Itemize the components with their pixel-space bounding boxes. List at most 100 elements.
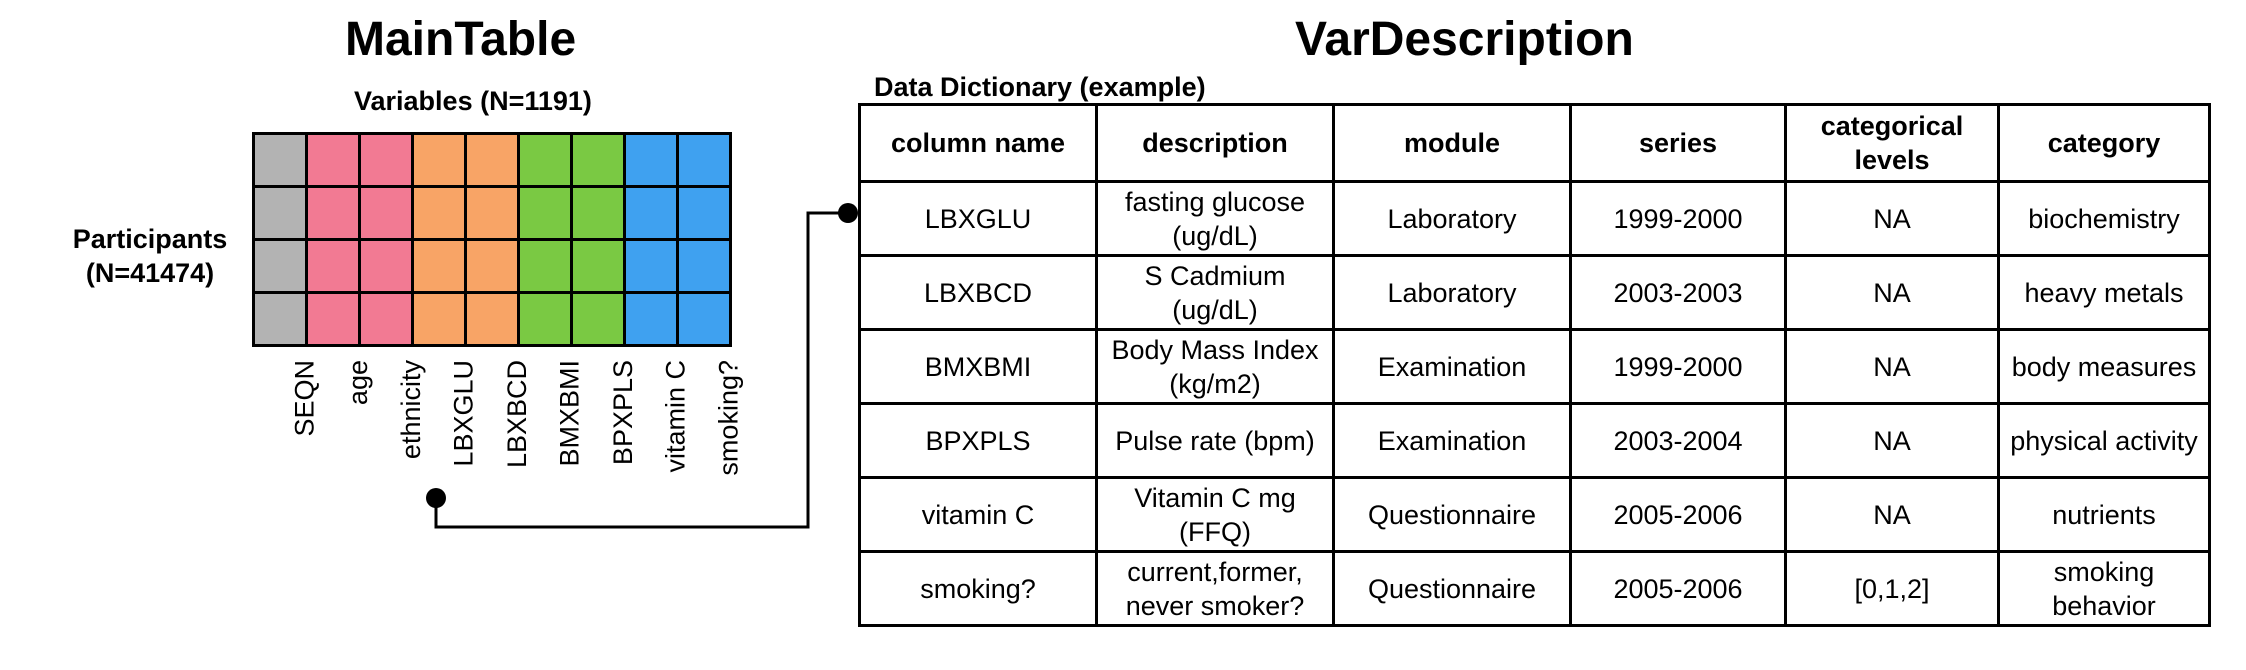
table-row: vitamin C Vitamin C mg (FFQ) Questionnai…	[858, 476, 2211, 553]
participants-label: Participants (N=41474)	[50, 222, 250, 290]
cell-description: S Cadmium (ug/dL)	[1095, 254, 1335, 331]
grid-cell	[623, 291, 679, 347]
grid-cell	[517, 185, 573, 241]
table-row: LBXGLU fasting glucose (ug/dL) Laborator…	[858, 180, 2211, 257]
grid-cell	[464, 238, 520, 294]
header-categorical-levels: categorical levels	[1784, 103, 2000, 183]
cell-column-name: smoking?	[858, 550, 1098, 627]
variables-count-label: Variables (N=1191)	[354, 86, 592, 116]
grid-cell	[252, 238, 308, 294]
connector-path	[434, 211, 848, 529]
table-row: BMXBMI Body Mass Index (kg/m2) Examinati…	[858, 328, 2211, 405]
grid-row	[252, 238, 732, 294]
cell-column-name: LBXBCD	[858, 254, 1098, 331]
cell-category: biochemistry	[1997, 180, 2211, 257]
header-column-name: column name	[858, 103, 1098, 183]
cell-series: 2005-2006	[1569, 550, 1787, 627]
grid-cell	[517, 291, 573, 347]
grid-cell	[623, 238, 679, 294]
grid-cell	[517, 238, 573, 294]
cell-category: smoking behavior	[1997, 550, 2211, 627]
table-row: BPXPLS Pulse rate (bpm) Examination 2003…	[858, 402, 2211, 479]
grid-cell	[517, 132, 573, 188]
table-row: LBXBCD S Cadmium (ug/dL) Laboratory 2003…	[858, 254, 2211, 331]
cell-category: nutrients	[1997, 476, 2211, 553]
grid-cell	[411, 291, 467, 347]
cell-categorical-levels: NA	[1784, 328, 2000, 405]
cell-description: Body Mass Index (kg/m2)	[1095, 328, 1335, 405]
cell-description: Pulse rate (bpm)	[1095, 402, 1335, 479]
cell-categorical-levels: NA	[1784, 254, 2000, 331]
connector-end-dot	[838, 203, 858, 223]
cell-column-name: vitamin C	[858, 476, 1098, 553]
data-dictionary-table: column name description module series ca…	[858, 103, 2211, 627]
grid-row	[252, 185, 732, 241]
vardescription-title: VarDescription	[1295, 13, 1634, 66]
cell-series: 2003-2003	[1569, 254, 1787, 331]
cell-series: 2005-2006	[1569, 476, 1787, 553]
data-dictionary-label: Data Dictionary (example)	[874, 72, 1206, 102]
grid-cell	[252, 185, 308, 241]
cell-module: Questionnaire	[1332, 476, 1572, 553]
grid-cell	[358, 291, 414, 347]
main-table-grid	[252, 132, 732, 347]
cell-module: Laboratory	[1332, 180, 1572, 257]
grid-cell	[676, 291, 732, 347]
grid-cell	[623, 132, 679, 188]
grid-cell	[676, 185, 732, 241]
grid-cell	[464, 291, 520, 347]
grid-cell	[570, 132, 626, 188]
grid-cell	[252, 291, 308, 347]
grid-cell	[570, 238, 626, 294]
grid-cell	[676, 132, 732, 188]
table-row: smoking? current,former, never smoker? Q…	[858, 550, 2211, 627]
grid-cell	[464, 132, 520, 188]
grid-cell	[411, 132, 467, 188]
cell-column-name: LBXGLU	[858, 180, 1098, 257]
cell-categorical-levels: NA	[1784, 402, 2000, 479]
header-series: series	[1569, 103, 1787, 183]
grid-cell	[305, 185, 361, 241]
cell-series: 1999-2000	[1569, 328, 1787, 405]
header-category: category	[1997, 103, 2211, 183]
grid-cell	[252, 132, 308, 188]
cell-categorical-levels: [0,1,2]	[1784, 550, 2000, 627]
grid-cell	[411, 185, 467, 241]
grid-cell	[464, 185, 520, 241]
grid-cell	[358, 185, 414, 241]
cell-series: 2003-2004	[1569, 402, 1787, 479]
participants-count-line: (N=41474)	[85, 258, 215, 288]
participants-label-line1: Participants	[72, 224, 228, 254]
cell-description: fasting glucose (ug/dL)	[1095, 180, 1335, 257]
cell-module: Examination	[1332, 402, 1572, 479]
maintable-title: MainTable	[345, 13, 577, 66]
cell-column-name: BMXBMI	[858, 328, 1098, 405]
connector-start-dot	[426, 488, 446, 508]
cell-series: 1999-2000	[1569, 180, 1787, 257]
cell-category: physical activity	[1997, 402, 2211, 479]
grid-cell	[570, 291, 626, 347]
dictionary-header-row: column name description module series ca…	[858, 103, 2211, 183]
header-description: description	[1095, 103, 1335, 183]
cell-categorical-levels: NA	[1784, 476, 2000, 553]
cell-module: Laboratory	[1332, 254, 1572, 331]
grid-cell	[570, 185, 626, 241]
cell-column-name: BPXPLS	[858, 402, 1098, 479]
grid-cell	[623, 185, 679, 241]
cell-categorical-levels: NA	[1784, 180, 2000, 257]
grid-cell	[305, 291, 361, 347]
grid-cell	[411, 238, 467, 294]
grid-cell	[358, 132, 414, 188]
cell-description: Vitamin C mg (FFQ)	[1095, 476, 1335, 553]
cell-category: heavy metals	[1997, 254, 2211, 331]
grid-row	[252, 132, 732, 188]
grid-row	[252, 291, 732, 347]
grid-cell	[676, 238, 732, 294]
cell-category: body measures	[1997, 328, 2211, 405]
cell-description: current,former, never smoker?	[1095, 550, 1335, 627]
header-module: module	[1332, 103, 1572, 183]
grid-cell	[305, 238, 361, 294]
cell-module: Examination	[1332, 328, 1572, 405]
grid-cell	[358, 238, 414, 294]
